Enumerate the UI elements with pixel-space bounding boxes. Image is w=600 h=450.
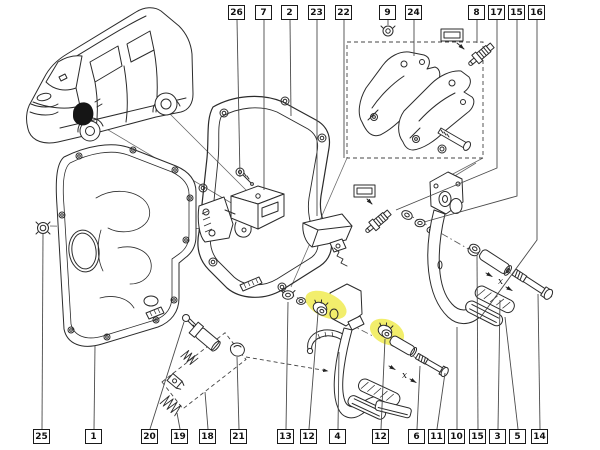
leader-line-14 (537, 293, 541, 430)
assembly-nut (437, 144, 447, 154)
callout-21[interactable]: 21 (230, 429, 247, 444)
return-spring (159, 395, 182, 417)
callout-5[interactable]: 5 (509, 429, 526, 444)
fit-direction-arrows-center (388, 365, 417, 383)
leader-line-17 (395, 20, 498, 211)
callout-15[interactable]: 15 (508, 5, 525, 20)
callout-1[interactable]: 1 (85, 429, 102, 444)
lower-label-plate (353, 184, 376, 205)
retaining-clip (230, 342, 245, 357)
leader-line-15 (423, 20, 518, 223)
leader-line-12 (380, 338, 386, 430)
leader-line-16 (479, 20, 538, 319)
leader-line-6 (416, 365, 421, 430)
leader-line-4 (337, 351, 340, 430)
callout-4[interactable]: 4 (329, 429, 346, 444)
wedge-spring-pin (333, 247, 348, 267)
leader-line-1 (93, 345, 96, 430)
callout-23[interactable]: 23 (308, 5, 325, 20)
pivot-washer-upper (414, 218, 426, 228)
leader-line-18 (204, 391, 209, 430)
pushrod-clevis (166, 373, 185, 390)
switch-label-plate (440, 28, 465, 50)
fit-mark-right: x (498, 277, 503, 287)
leader-line-13 (285, 301, 289, 430)
pedal-bracket-assembly (346, 41, 484, 159)
callout-2[interactable]: 2 (281, 5, 298, 20)
callout-22[interactable]: 22 (335, 5, 352, 20)
leader-line-5 (504, 316, 519, 430)
callout-15[interactable]: 15 (469, 429, 486, 444)
callout-10[interactable]: 10 (448, 429, 465, 444)
callout-8[interactable]: 8 (468, 5, 485, 20)
callout-19[interactable]: 19 (171, 429, 188, 444)
pedal-support-block (197, 185, 285, 243)
pushrod-coil (180, 350, 199, 365)
callout-9[interactable]: 9 (379, 5, 396, 20)
leader-line-25 (41, 233, 44, 430)
leader-line-26 (236, 19, 241, 178)
van-thumbnail (26, 7, 194, 144)
support-wedge-bracket (302, 213, 353, 267)
callout-12[interactable]: 12 (300, 429, 317, 444)
leader-line-20 (149, 321, 185, 430)
pedal-location-marker (73, 102, 94, 126)
pivot-bolt-center (415, 352, 449, 378)
pivot-nut-upper (401, 210, 413, 220)
fit-direction-arrows-right (485, 272, 513, 291)
leader-lines (41, 19, 541, 430)
panel-nut (35, 221, 51, 235)
pedal-pad-center-2 (347, 395, 387, 420)
leader-line-3 (497, 299, 501, 430)
callout-3[interactable]: 3 (489, 429, 506, 444)
leader-line-11 (436, 372, 446, 430)
callout-20[interactable]: 20 (141, 429, 158, 444)
pivot-washer-left (296, 297, 306, 305)
leader-line-21 (236, 356, 240, 430)
leader-line-12 (308, 312, 319, 430)
pivot-sleeve-right (479, 249, 512, 276)
seal-gasket (197, 95, 333, 298)
leader-line-2 (289, 19, 292, 117)
callout-14[interactable]: 14 (531, 429, 548, 444)
bulkhead-panel (55, 144, 197, 347)
callout-6[interactable]: 6 (408, 429, 425, 444)
callout-13[interactable]: 13 (277, 429, 294, 444)
callout-16[interactable]: 16 (528, 5, 545, 20)
leader-line-15 (476, 254, 479, 430)
pivot-bolt-right (511, 268, 554, 300)
callout-25[interactable]: 25 (33, 429, 50, 444)
callout-11[interactable]: 11 (428, 429, 445, 444)
callout-17[interactable]: 17 (488, 5, 505, 20)
flange-nut (380, 25, 396, 37)
bracket-boss (329, 308, 339, 320)
clutch-switch (365, 209, 392, 233)
fit-mark-center: x (402, 371, 407, 381)
pushrod-bolt (182, 314, 198, 329)
pedal-pad-center-1 (357, 378, 401, 406)
leader-line-19 (176, 412, 181, 430)
callout-7[interactable]: 7 (255, 5, 272, 20)
pushrod-assembly (159, 314, 329, 417)
pivot-nut-right (467, 243, 481, 257)
callout-26[interactable]: 26 (228, 5, 245, 20)
pushrod-cylinder (188, 321, 221, 352)
brake-pedal-foot (374, 400, 412, 419)
pivot-nut-left (280, 290, 296, 300)
stop-light-switch (468, 42, 495, 66)
pivot-sleeve-center (389, 335, 418, 357)
callout-24[interactable]: 24 (405, 5, 422, 20)
callout-12[interactable]: 12 (372, 429, 389, 444)
assembly-bolt (437, 127, 472, 151)
flanged-bush-highlighted-2 (377, 322, 394, 339)
callout-18[interactable]: 18 (199, 429, 216, 444)
